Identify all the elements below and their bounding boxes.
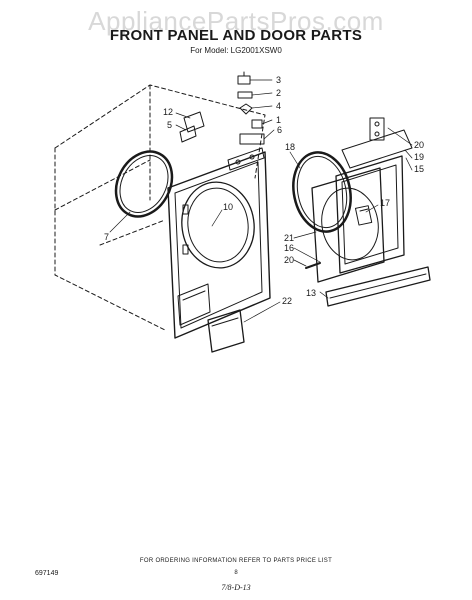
ordering-note: FOR ORDERING INFORMATION REFER TO PARTS … (139, 558, 333, 564)
door-gasket (292, 151, 352, 233)
door-hinge (369, 117, 385, 141)
callout-10: 10 (223, 202, 233, 212)
door-screw (305, 262, 321, 269)
callout-16: 16 (284, 243, 294, 253)
drum-seal-ring (114, 150, 174, 218)
callout-20-top: 20 (414, 140, 424, 150)
handwritten-code: 7/8-D-13 (221, 583, 251, 592)
door-switch-assembly (237, 71, 265, 145)
callout-7: 7 (104, 232, 109, 242)
strike-bracket (179, 111, 205, 143)
page-number: 8 (234, 570, 238, 576)
callout-19: 19 (414, 152, 424, 162)
door-top-trim (341, 129, 413, 169)
callout-4: 4 (276, 101, 281, 111)
callout-5: 5 (167, 120, 172, 130)
callout-18: 18 (285, 142, 295, 152)
callout-20-bottom: 20 (284, 255, 294, 265)
callout-22: 22 (282, 296, 292, 306)
callout-13: 13 (306, 288, 316, 298)
model-label: For Model: LG2001XSW0 (190, 46, 282, 55)
callout-21: 21 (284, 233, 294, 243)
diagram-title: FRONT PANEL AND DOOR PARTS (109, 27, 363, 44)
callout-labels: 3 2 4 1 6 12 5 7 10 18 20 19 15 17 21 16… (104, 75, 424, 306)
callout-12: 12 (163, 107, 173, 117)
callout-6: 6 (277, 125, 282, 135)
cabinet-outline (54, 84, 266, 331)
leader-lines (109, 79, 413, 323)
toe-panel (325, 266, 431, 307)
door-outer-panel (335, 155, 405, 274)
lint-filter (207, 309, 245, 353)
callout-1: 1 (276, 115, 281, 125)
callout-17: 17 (380, 198, 390, 208)
callout-2: 2 (276, 88, 281, 98)
callout-3: 3 (276, 75, 281, 85)
callout-15: 15 (414, 164, 424, 174)
watermark: AppliancePartsPros.com (88, 6, 384, 36)
document-number: 697149 (35, 570, 59, 577)
front-panel (167, 147, 271, 339)
door-inner-panel (311, 167, 385, 283)
